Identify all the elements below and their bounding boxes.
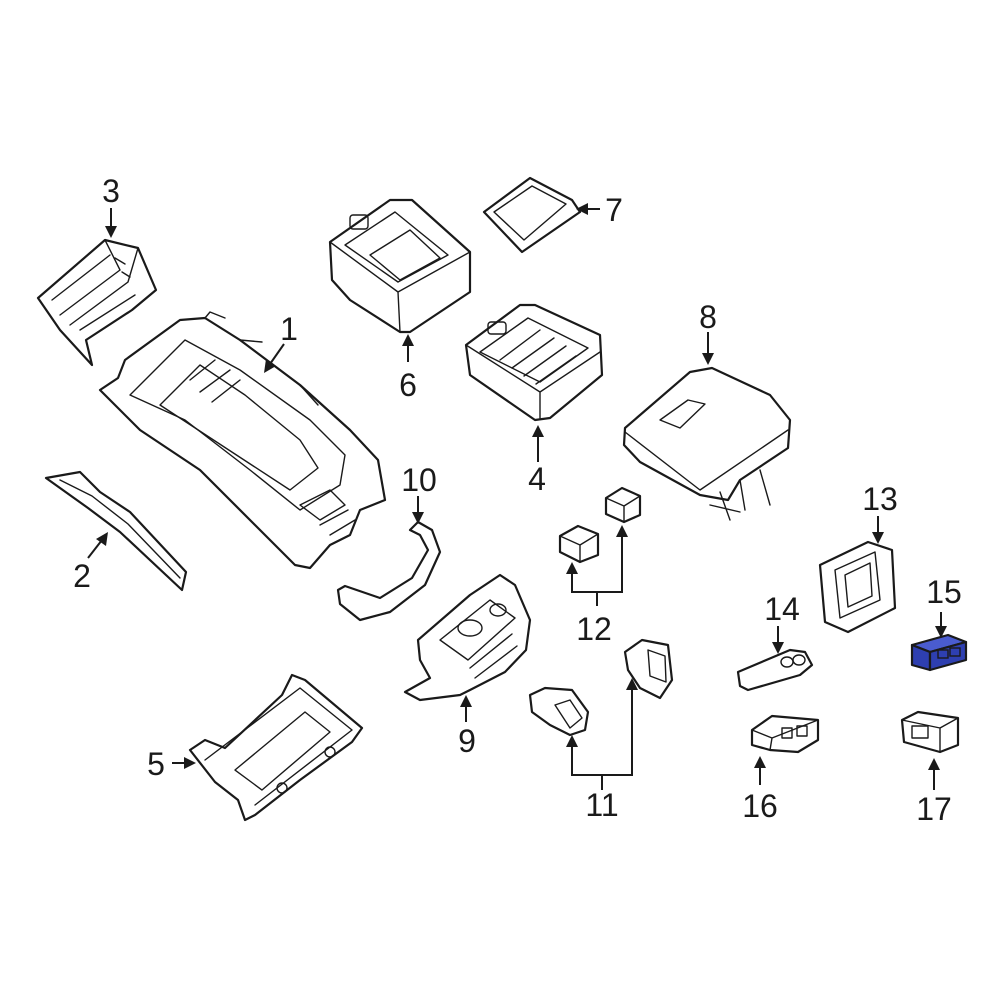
callout-5[interactable]: 5	[147, 746, 165, 782]
part-9[interactable]	[403, 573, 532, 702]
part-8[interactable]	[622, 366, 792, 521]
callout-15[interactable]: 15	[926, 574, 962, 610]
callout-11[interactable]: 11	[585, 787, 618, 823]
callout-labels: 1 2 3 4 5 6 7 8 9 10 11 12 13 14 15 16 1…	[73, 173, 962, 827]
callout-13[interactable]: 13	[862, 481, 898, 517]
part-11[interactable]	[528, 638, 674, 737]
part-10[interactable]	[336, 520, 442, 622]
callout-1[interactable]: 1	[280, 311, 298, 347]
part-13[interactable]	[818, 540, 897, 634]
callout-9[interactable]: 9	[458, 723, 476, 759]
part-17[interactable]	[900, 710, 960, 754]
part-6[interactable]	[328, 198, 472, 334]
part-15[interactable]	[910, 633, 968, 672]
part-7[interactable]	[482, 176, 582, 254]
leader-lines	[87, 203, 947, 790]
callout-8[interactable]: 8	[699, 299, 717, 335]
part-12[interactable]	[558, 486, 642, 564]
callout-17[interactable]: 17	[916, 791, 952, 827]
callout-2[interactable]: 2	[73, 558, 91, 594]
part-1[interactable]	[98, 311, 387, 570]
callout-3[interactable]: 3	[102, 173, 120, 209]
callout-12[interactable]: 12	[576, 611, 612, 647]
part-14[interactable]	[736, 648, 814, 692]
callout-10[interactable]: 10	[401, 462, 437, 498]
callout-6[interactable]: 6	[399, 367, 417, 403]
part-4[interactable]	[464, 303, 604, 422]
part-2[interactable]	[44, 470, 188, 592]
callout-4[interactable]: 4	[528, 461, 546, 497]
callout-16[interactable]: 16	[742, 788, 778, 824]
part-3[interactable]	[36, 238, 158, 367]
callout-7[interactable]: 7	[605, 192, 623, 228]
part-16[interactable]	[750, 714, 820, 754]
callout-14[interactable]: 14	[764, 591, 800, 627]
part-5[interactable]	[188, 673, 364, 822]
